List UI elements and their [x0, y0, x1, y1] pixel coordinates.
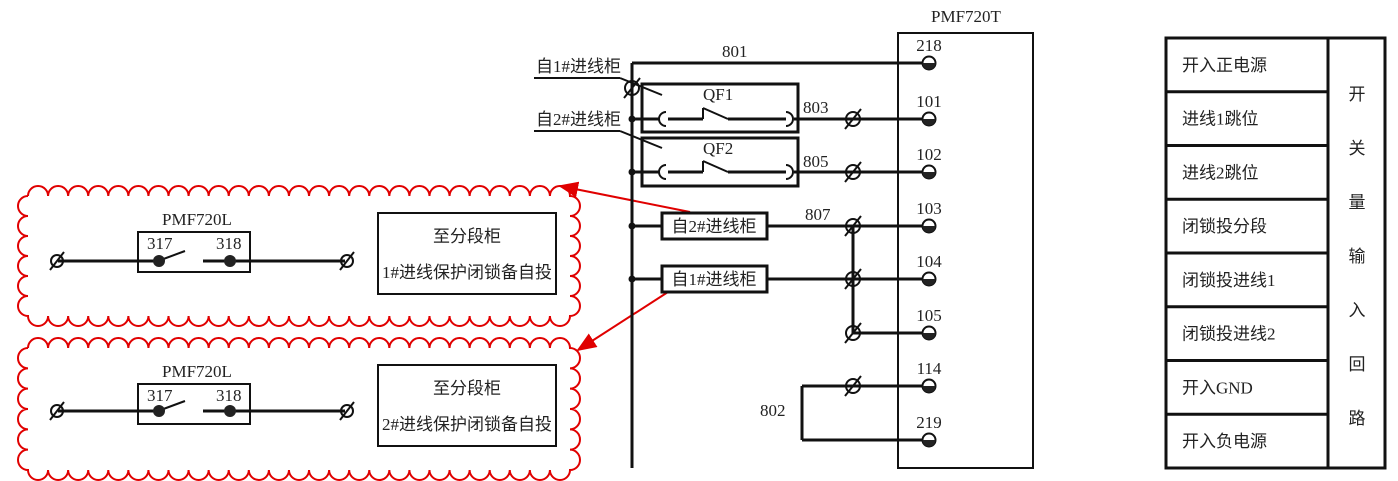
cloud2-terminal-318 — [224, 405, 236, 417]
cloud2-term-b: 318 — [216, 386, 242, 405]
legend-group-char: 回 — [1349, 355, 1366, 374]
legend-row-label: 进线2跳位 — [1182, 163, 1259, 182]
legend-row-label: 进线1跳位 — [1182, 110, 1259, 129]
legend-row-label: 开入GND — [1182, 378, 1253, 397]
legend-group-char: 入 — [1349, 301, 1366, 320]
terminal-number: 219 — [916, 413, 942, 432]
terminal-number: 101 — [916, 92, 942, 111]
qf2-blade — [703, 161, 728, 172]
legend-row-label: 开入负电源 — [1182, 432, 1267, 451]
qf2-plug-left — [659, 165, 666, 179]
terminal-number: 104 — [916, 252, 942, 271]
qf1-label: QF1 — [703, 85, 733, 104]
cloud2-terminal-317 — [153, 405, 165, 417]
terminal-number: 103 — [916, 199, 942, 218]
cloud1-term-a: 317 — [147, 234, 173, 253]
legend-group-char: 量 — [1349, 193, 1366, 212]
cloud1-term-b: 318 — [216, 234, 242, 253]
qf1-plug-left — [659, 112, 666, 126]
terminal-number: 114 — [917, 359, 942, 378]
wire-803-label: 803 — [803, 98, 829, 117]
cloud1-terminal-318 — [224, 255, 236, 267]
legend-group-char: 路 — [1349, 409, 1366, 428]
cloud-outline — [18, 338, 580, 480]
legend-row-label: 闭锁投进线1 — [1182, 271, 1276, 290]
device-model-label: PMF720T — [931, 7, 1002, 26]
device-pmf720t: PMF720T 218 101 102 103 104 105 114 219 — [898, 7, 1033, 468]
legend-row-label: 闭锁投分段 — [1182, 217, 1267, 236]
legend-group-char: 开 — [1349, 85, 1366, 104]
source-2-label: 自2#进线柜 — [536, 110, 621, 129]
cloud2-dest-line2: 2#进线保护闭锁备自投 — [382, 415, 552, 434]
revision-cloud-1: PMF720L 317 318 至分段柜 1#进线保护闭锁备自投 — [18, 186, 580, 326]
leader-arrow-to-cloud2 — [578, 292, 668, 350]
legend-row-label: 闭锁投进线2 — [1182, 325, 1276, 344]
legend-group-char: 关 — [1349, 139, 1366, 158]
legend-row-label: 开入正电源 — [1182, 56, 1267, 75]
cloud1-dest-line1: 至分段柜 — [433, 227, 501, 246]
terminal-number: 105 — [916, 306, 942, 325]
wire-805-label: 805 — [803, 152, 829, 171]
cloud1-device-label: PMF720L — [162, 210, 232, 229]
qf2-label: QF2 — [703, 139, 733, 158]
wire-801-label: 801 — [722, 42, 748, 61]
terminal-number: 102 — [916, 145, 942, 164]
legend-group-char: 输 — [1349, 247, 1366, 266]
cloud-outline — [18, 186, 580, 326]
box-from2-label: 自2#进线柜 — [672, 217, 757, 236]
cloud1-terminal-317 — [153, 255, 165, 267]
cloud2-device-label: PMF720L — [162, 362, 232, 381]
cloud2-dest-line1: 至分段柜 — [433, 379, 501, 398]
legend-table: 开入正电源进线1跳位进线2跳位闭锁投分段闭锁投进线1 闭锁投进线2 开入GND 开入负… — [1166, 38, 1385, 468]
revision-cloud-2: PMF720L 317 318 至分段柜 2#进线保护闭锁备自投 — [18, 338, 580, 480]
wire-807-label: 807 — [805, 205, 831, 224]
cloud2-term-a: 317 — [147, 386, 173, 405]
terminal-number: 218 — [916, 36, 942, 55]
wire-802-label: 802 — [760, 401, 786, 420]
qf1-blade — [703, 108, 728, 119]
cloud1-dest-line2: 1#进线保护闭锁备自投 — [382, 263, 552, 282]
qf2-plug-right — [786, 165, 793, 179]
main-wiring: 801 自1#进线柜 自2#进线柜 QF1 803 QF2 — [534, 42, 928, 468]
source-1-label: 自1#进线柜 — [536, 57, 621, 76]
qf1-plug-right — [786, 112, 793, 126]
box-from1-label: 自1#进线柜 — [672, 270, 757, 289]
